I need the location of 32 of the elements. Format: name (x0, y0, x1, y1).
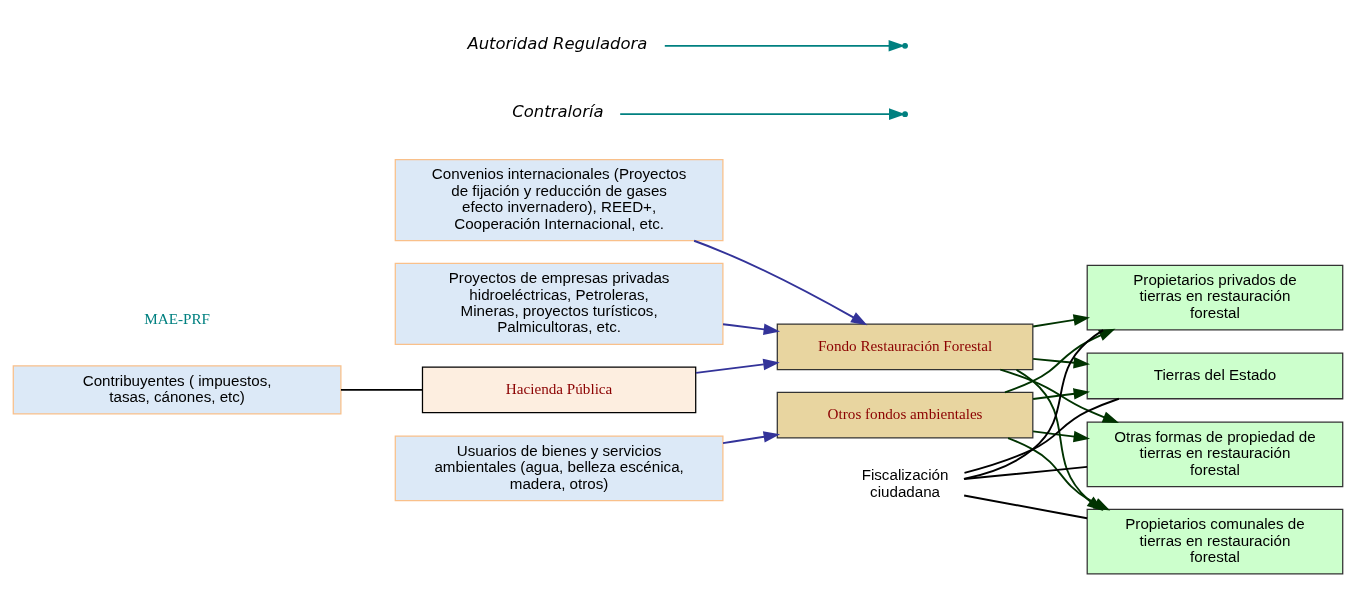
node-box: Contribuyentes ( impuestos, tasas, cánones, etc) (12, 364, 342, 415)
arrow (663, 39, 906, 52)
connector (963, 465, 1088, 480)
arrow (695, 358, 780, 374)
node-box: Otras formas de propiedad de tierras en restauración forestal (1086, 421, 1344, 487)
node-box: Propietarios comunales de tierras en restauración forestal (1086, 508, 1344, 575)
connector (963, 494, 1088, 519)
arrow (1004, 328, 1116, 393)
node-text: Contraloría (512, 101, 604, 121)
node-text: Autoridad Reguladora (467, 33, 648, 53)
label: MAE-PRF (144, 309, 210, 327)
node-box: Propietarios privados de tierras en restauración forestal (1086, 264, 1344, 330)
arrow (1032, 313, 1091, 327)
arrow (693, 239, 868, 325)
arrow (619, 107, 906, 120)
node-box: Tierras del Estado (1086, 352, 1344, 399)
connector (340, 388, 424, 391)
node-text: Fiscalización ciudadana (861, 465, 949, 500)
arrow (1032, 387, 1091, 400)
arrow (1032, 429, 1091, 442)
node-box: Usuarios de bienes y servicios ambientales (agua, belleza escénica, madera, otros) (394, 434, 724, 501)
connector (962, 328, 1104, 480)
arrow (1032, 356, 1091, 368)
arrow (722, 322, 781, 335)
node-box: Hacienda Pública (421, 366, 697, 413)
node-box: Convenios internacionales (Proyectos de fijación y reducción de gases efecto invernadero), REED+, Cooperación Internacional, etc. (394, 158, 724, 241)
node-box: Otros fondos ambientales (776, 391, 1034, 439)
arrow (999, 368, 1120, 423)
connector (963, 397, 1120, 474)
node-box: Fondo Restauración Forestal (776, 323, 1034, 370)
arrow (722, 430, 781, 444)
node-box: Proyectos de empresas privadas hidroeléctricas, Petroleras, Mineras, proyectos turísticos, Palmicultoras, etc. (394, 262, 724, 345)
